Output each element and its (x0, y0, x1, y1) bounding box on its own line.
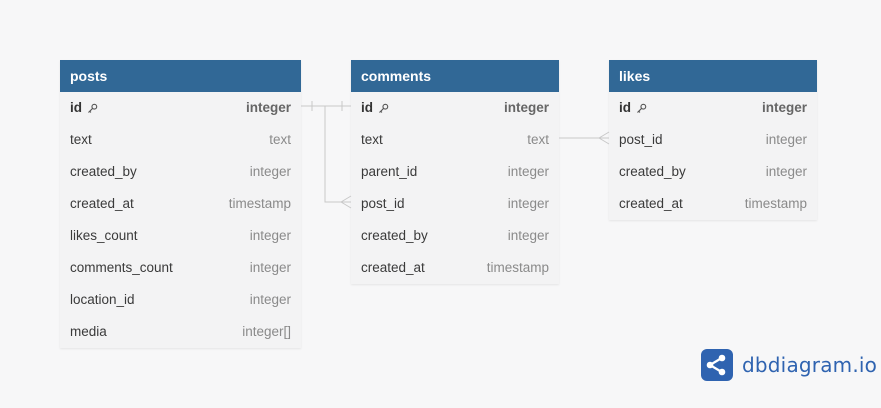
column-type: integer (249, 260, 291, 275)
column-name: text (70, 124, 92, 156)
column-name-text: post_id (361, 196, 405, 211)
table-header-likes[interactable]: likes (609, 60, 817, 92)
column-type: integer[] (242, 324, 291, 339)
column-type: integer (507, 228, 549, 243)
key-icon (378, 103, 389, 114)
column-name-text: id (619, 100, 631, 115)
column-name-text: parent_id (361, 164, 418, 179)
column-name: created_by (361, 220, 428, 252)
column-row-posts-created-by[interactable]: created_by integer (60, 156, 301, 188)
column-name-text: comments_count (70, 260, 173, 275)
column-row-comments-id[interactable]: id integer (351, 92, 559, 124)
column-row-comments-text[interactable]: text text (351, 124, 559, 156)
column-name: parent_id (361, 156, 417, 188)
column-name: created_at (361, 252, 425, 284)
column-name-text: id (361, 100, 373, 115)
column-name-text: likes_count (70, 228, 138, 243)
table-header-posts[interactable]: posts (60, 60, 301, 92)
column-name: id (619, 92, 647, 124)
column-type: timestamp (486, 260, 549, 275)
column-name-text: created_by (619, 164, 686, 179)
key-icon (636, 103, 647, 114)
column-name-text: created_by (361, 228, 428, 243)
column-row-comments-parent-id[interactable]: parent_id integer (351, 156, 559, 188)
column-name-text: created_at (619, 196, 683, 211)
column-type: integer (249, 164, 291, 179)
column-type: integer (249, 292, 291, 307)
column-row-likes-post-id[interactable]: post_id integer (609, 124, 817, 156)
column-name: created_at (619, 188, 683, 220)
column-name: likes_count (70, 220, 138, 252)
column-row-posts-comments-count[interactable]: comments_count integer (60, 252, 301, 284)
column-name: post_id (361, 188, 405, 220)
column-name-text: created_by (70, 164, 137, 179)
column-name: post_id (619, 124, 663, 156)
column-name: created_by (619, 156, 686, 188)
column-name-text: id (70, 100, 82, 115)
key-icon (87, 103, 98, 114)
column-name-text: post_id (619, 132, 663, 147)
column-name-text: created_at (70, 196, 134, 211)
column-name: id (361, 92, 389, 124)
column-row-posts-text[interactable]: text text (60, 124, 301, 156)
column-name: location_id (70, 284, 135, 316)
column-name-text: media (70, 324, 107, 339)
column-row-comments-created-by[interactable]: created_by integer (351, 220, 559, 252)
column-row-likes-created-at[interactable]: created_at timestamp (609, 188, 817, 220)
column-name: media (70, 316, 107, 348)
dbdiagram-logo-icon (701, 349, 733, 381)
brand-text: dbdiagram.io (742, 353, 878, 377)
connector-likes-post-id-crow-foot (598, 131, 610, 145)
connector-comments-post-id-crow-foot (340, 195, 352, 209)
column-name: created_by (70, 156, 137, 188)
brand-watermark[interactable]: dbdiagram.io (701, 349, 877, 381)
column-type: integer (245, 100, 291, 115)
column-row-comments-post-id[interactable]: post_id integer (351, 188, 559, 220)
connector-posts-id-comments-post-id (324, 106, 351, 203)
column-name-text: location_id (70, 292, 135, 307)
column-row-likes-created-by[interactable]: created_by integer (609, 156, 817, 188)
column-row-posts-created-at[interactable]: created_at timestamp (60, 188, 301, 220)
table-header-comments[interactable]: comments (351, 60, 559, 92)
column-type: integer (507, 164, 549, 179)
column-name: id (70, 92, 98, 124)
column-type: integer (765, 164, 807, 179)
column-type: timestamp (228, 196, 291, 211)
column-name-text: created_at (361, 260, 425, 275)
column-type: timestamp (744, 196, 807, 211)
column-type: integer (761, 100, 807, 115)
column-type: text (527, 132, 549, 147)
column-name: comments_count (70, 252, 173, 284)
column-row-posts-likes-count[interactable]: likes_count integer (60, 220, 301, 252)
column-row-comments-created-at[interactable]: created_at timestamp (351, 252, 559, 284)
column-type: integer (765, 132, 807, 147)
column-type: integer (503, 100, 549, 115)
column-name-text: text (70, 132, 92, 147)
column-row-posts-location-id[interactable]: location_id integer (60, 284, 301, 316)
column-type: text (269, 132, 291, 147)
column-name: created_at (70, 188, 134, 220)
column-row-posts-id[interactable]: id integer (60, 92, 301, 124)
column-name-text: text (361, 132, 383, 147)
column-type: integer (249, 228, 291, 243)
column-row-posts-media[interactable]: media integer[] (60, 316, 301, 348)
column-row-likes-id[interactable]: id integer (609, 92, 817, 124)
column-type: integer (507, 196, 549, 211)
column-name: text (361, 124, 383, 156)
